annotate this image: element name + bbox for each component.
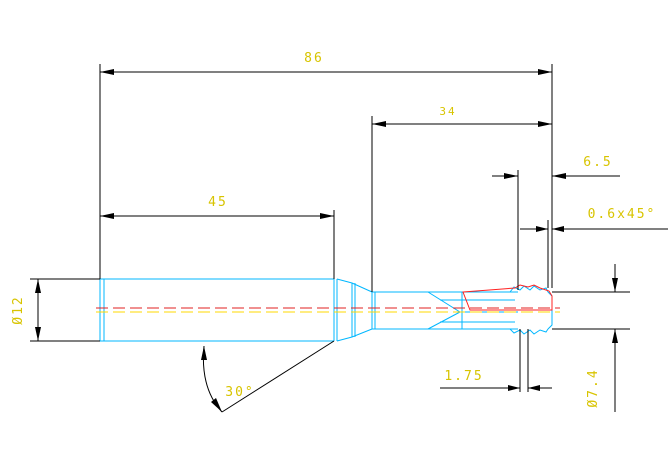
dim-shank-length-label: 45: [208, 195, 228, 210]
shank-body: [99, 278, 338, 342]
dim-taper-angle-label: 30°: [225, 385, 254, 400]
dim-tip-diameter-label: Ø7.4: [586, 368, 601, 407]
dim-head-length: 34: [372, 105, 552, 127]
dim-taper-angle: 30°: [201, 340, 335, 413]
dim-shank-length: 45: [100, 195, 334, 219]
dim-shank-diameter: Ø12: [11, 279, 41, 341]
head-body: [371, 291, 518, 330]
dim-tooth-width-label: 1.75: [444, 369, 483, 384]
dim-shank-diameter-label: Ø12: [11, 295, 26, 324]
dim-overall-length-label: 86: [304, 51, 324, 66]
dim-tip-diameter: Ø7.4: [586, 264, 618, 412]
dim-flute-length-label: 6.5: [583, 155, 612, 170]
dim-head-length-label: 34: [439, 105, 456, 118]
dim-flute-length: 6.5: [492, 155, 620, 179]
dim-chamfer-label: 0.6x45°: [588, 207, 657, 222]
dim-overall-length: 86: [100, 51, 552, 75]
dim-tooth-width: 1.75: [440, 369, 552, 391]
dim-chamfer: 0.6x45°: [520, 207, 668, 232]
neck-taper: [336, 278, 373, 342]
